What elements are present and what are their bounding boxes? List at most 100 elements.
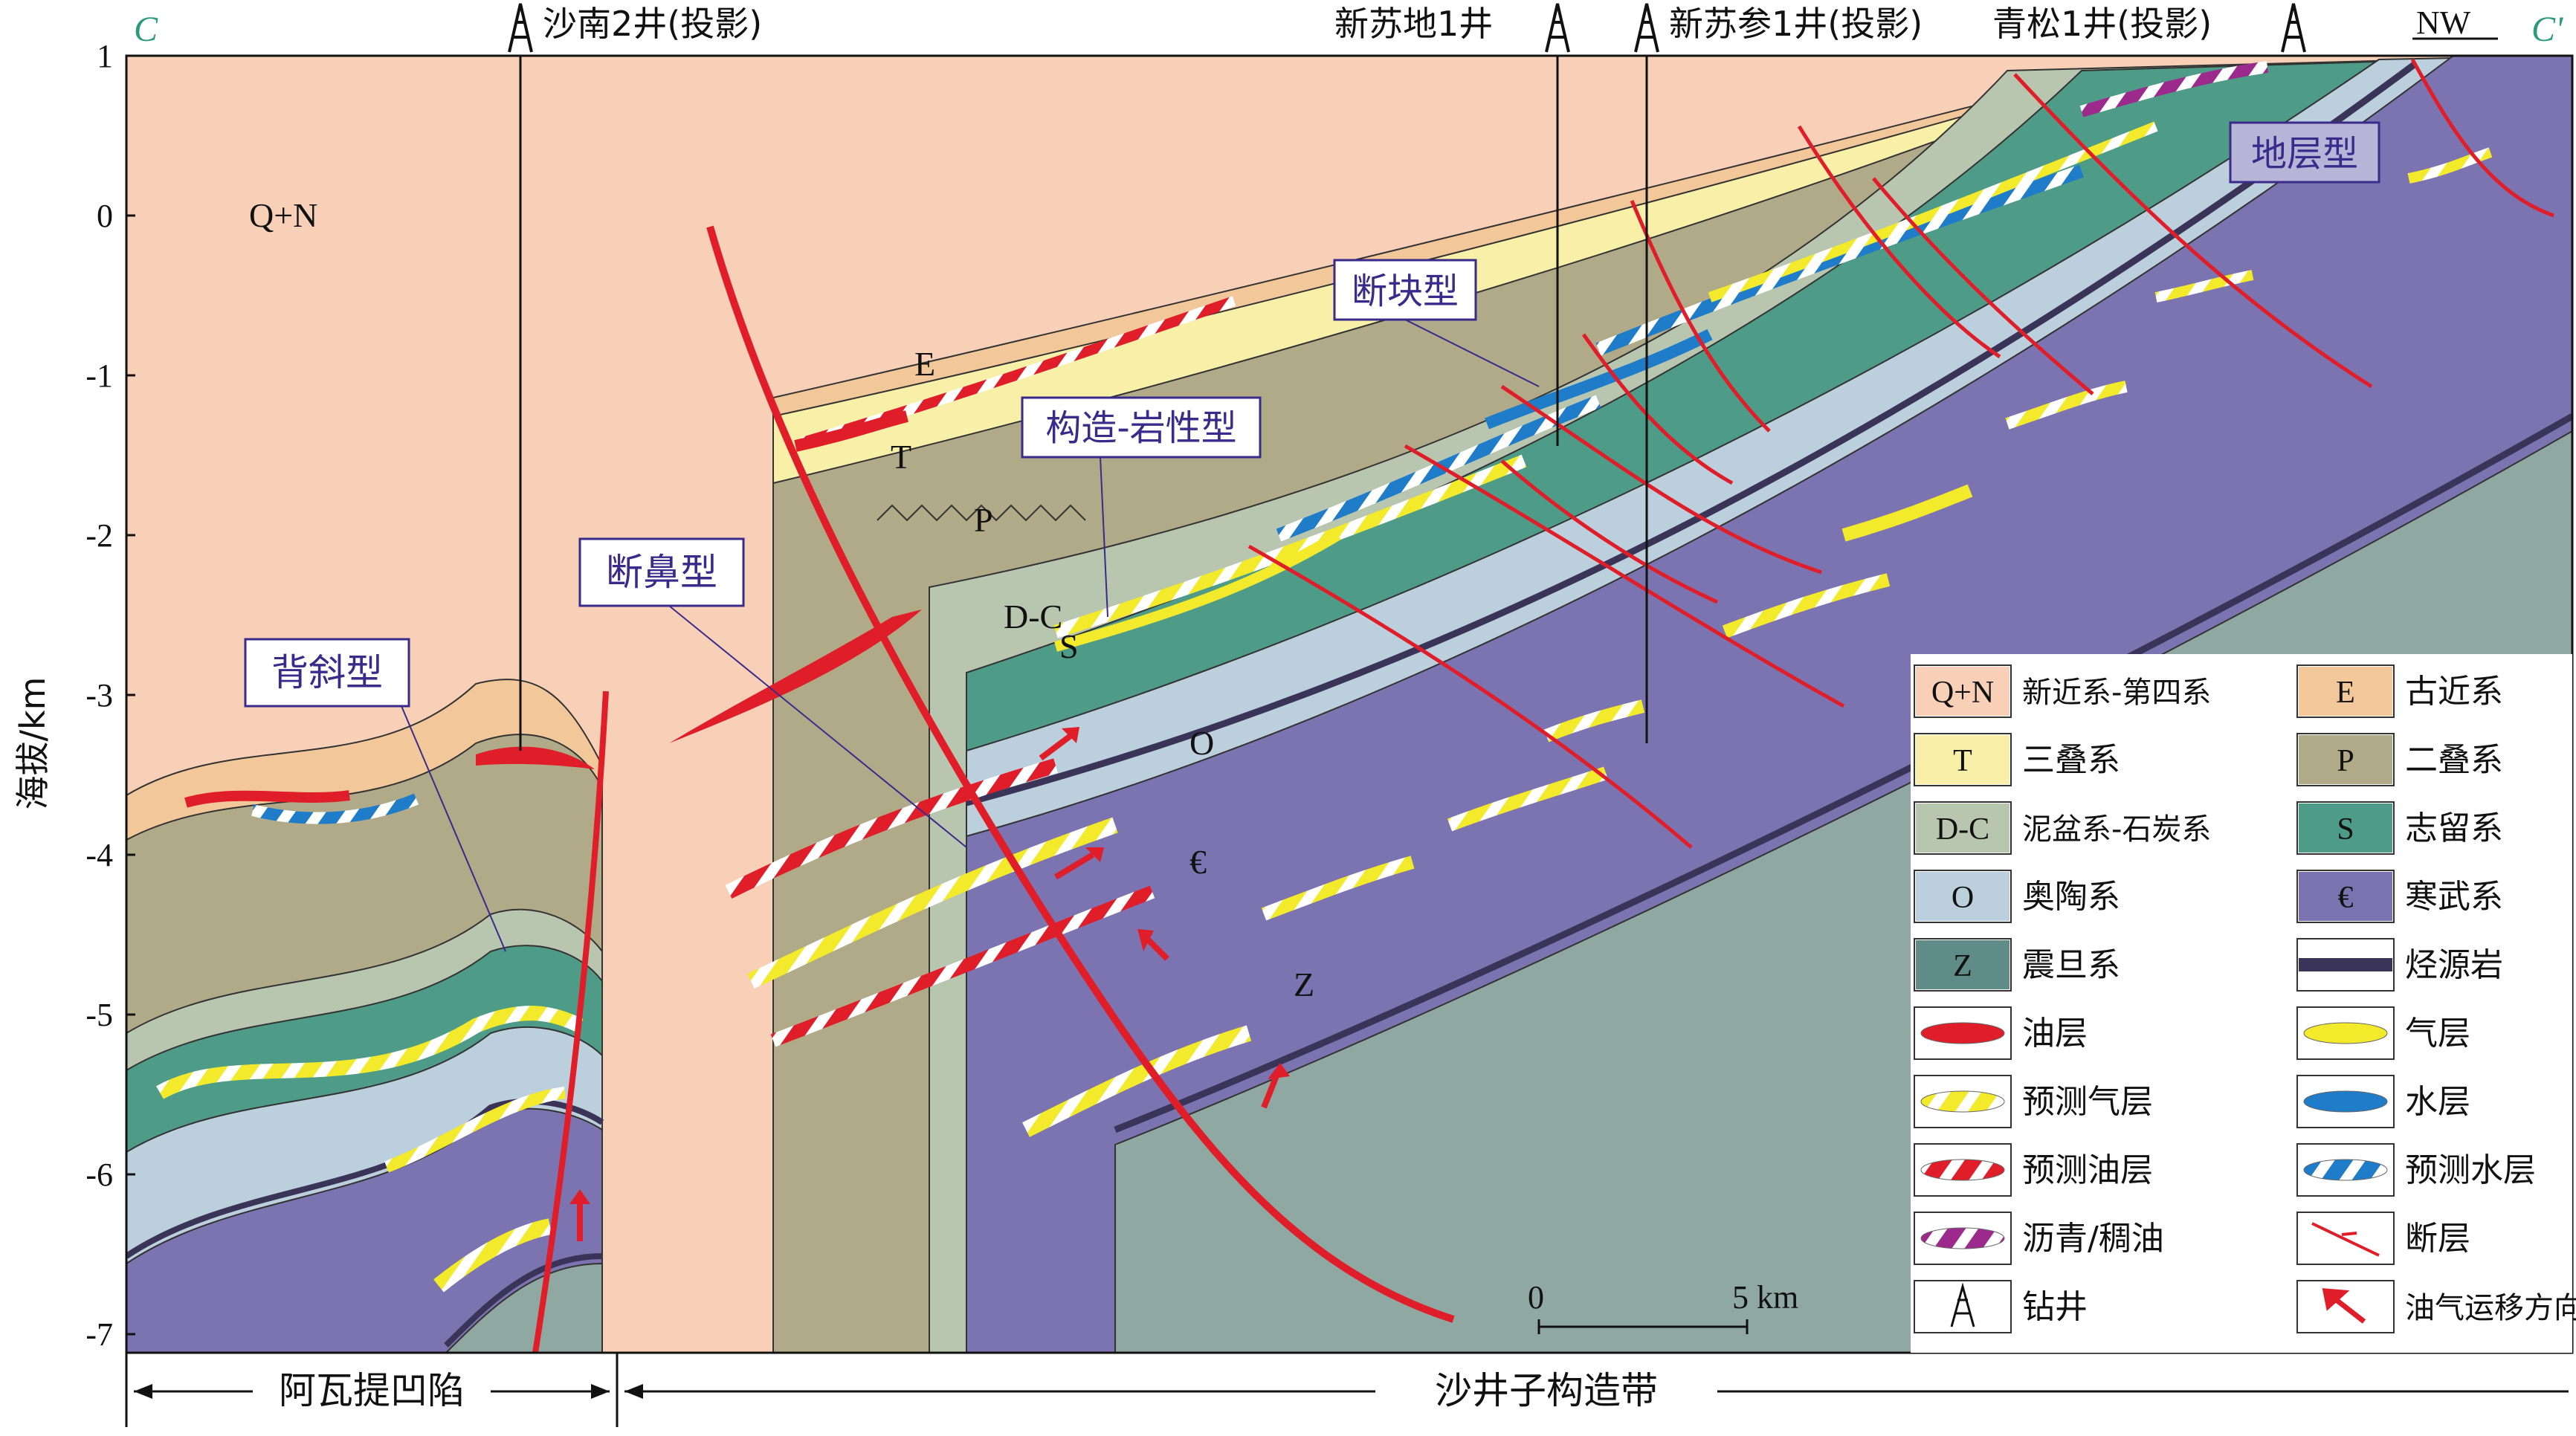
legend-swatch-well bbox=[1950, 1282, 1975, 1327]
legend-code-o: O bbox=[1952, 881, 1974, 915]
y-tick-m1: -1 bbox=[85, 358, 113, 394]
callout-structural-lithologic: 构造-岩性型 bbox=[1045, 407, 1236, 449]
legend-swatch-qn bbox=[1916, 667, 2010, 716]
legend-item-o: O 奥陶系 bbox=[1914, 870, 2120, 923]
legend-swatch-migration bbox=[2322, 1288, 2366, 1324]
section-end-label: C' bbox=[2531, 10, 2563, 49]
legend-swatch-pwater bbox=[2303, 1159, 2388, 1181]
y-tick-m3: -3 bbox=[85, 677, 113, 714]
legend-label-s: 志留系 bbox=[2405, 809, 2503, 847]
legend-item-asphalt: 沥青/稠油 bbox=[1914, 1212, 2164, 1265]
stratum-p: P bbox=[974, 501, 993, 539]
legend-code-e: E bbox=[2336, 676, 2355, 710]
legend-item-cam: € 寒武系 bbox=[2296, 870, 2503, 923]
strata-labels: Q+N E T P D-C S O € Z bbox=[249, 196, 1314, 1003]
legend-code-p: P bbox=[2337, 744, 2354, 778]
legend-item-well: 钻井 bbox=[1914, 1280, 2088, 1333]
legend-swatch-e bbox=[2299, 667, 2392, 716]
y-tick-m7: -7 bbox=[85, 1316, 113, 1353]
legend-swatch-water bbox=[2303, 1090, 2388, 1113]
legend-label-o: 奥陶系 bbox=[2022, 878, 2120, 916]
legend-swatch-src bbox=[2299, 958, 2392, 971]
region-right-label: 沙井子构造带 bbox=[1435, 1369, 1658, 1412]
callout-fault-nose: 断鼻型 bbox=[606, 551, 717, 594]
callout-stratigraphic: 地层型 bbox=[2251, 133, 2358, 175]
faults bbox=[532, 58, 2554, 1353]
legend-item-e: E 古近系 bbox=[2296, 664, 2503, 718]
legend-label-p: 二叠系 bbox=[2405, 741, 2503, 779]
migration-arrows bbox=[569, 727, 1290, 1241]
stratum-z: Z bbox=[1294, 966, 1314, 1003]
well-label: 沙南2井(投影) bbox=[543, 4, 762, 44]
stratum-e: E bbox=[914, 345, 935, 383]
legend-swatch-o bbox=[1916, 872, 2010, 921]
derrick-icon bbox=[2281, 3, 2306, 53]
legend-label-dc: 泥盆系-石炭系 bbox=[2022, 812, 2211, 847]
well-label: 新苏参1井(投影) bbox=[1669, 4, 1923, 44]
legend-swatch-t bbox=[1916, 735, 2010, 784]
legend-code-dc: D-C bbox=[1936, 812, 1989, 847]
legend-code-z: Z bbox=[1953, 949, 1972, 983]
legend-swatch-z bbox=[1916, 940, 2010, 989]
legend-label-z: 震旦系 bbox=[2022, 946, 2120, 984]
legend-swatch-dc bbox=[1916, 803, 2010, 853]
legend-code-cam: € bbox=[2338, 881, 2354, 915]
legend-label-poil: 预测油层 bbox=[2022, 1151, 2153, 1189]
legend-item-p: P 二叠系 bbox=[2296, 733, 2503, 786]
legend-swatch-asphalt bbox=[1920, 1227, 2005, 1249]
y-axis-label: 海拔/km bbox=[13, 677, 53, 810]
legend-item-fault: 断层 bbox=[2296, 1212, 2470, 1265]
legend-label-src: 烃源岩 bbox=[2405, 946, 2503, 984]
legend-swatch-gas bbox=[2303, 1022, 2388, 1044]
legend-label-cam: 寒武系 bbox=[2405, 878, 2503, 916]
well-label: 新苏地1井 bbox=[1334, 4, 1493, 44]
legend-label-e: 古近系 bbox=[2405, 673, 2503, 711]
legend-label-water: 水层 bbox=[2405, 1083, 2470, 1121]
legend-label-migration: 油气运移方向 bbox=[2405, 1291, 2576, 1325]
legend-swatch-p bbox=[2299, 735, 2392, 784]
reservoirs bbox=[669, 61, 2493, 1137]
legend-swatch-s bbox=[2299, 803, 2392, 853]
well-xinsudi1: 新苏地1井 bbox=[1334, 3, 1570, 53]
callout-anticline: 背斜型 bbox=[271, 651, 383, 694]
legend-code-qn: Q+N bbox=[1931, 676, 1994, 710]
region-left-label: 阿瓦提凹陷 bbox=[279, 1369, 465, 1412]
legend-item-migration: 油气运移方向 bbox=[2296, 1280, 2576, 1333]
y-tick-1: 1 bbox=[97, 38, 113, 74]
scale-start: 0 bbox=[1528, 1279, 1544, 1316]
stratum-o: O bbox=[1189, 724, 1214, 762]
legend-swatch-poil bbox=[1920, 1159, 2005, 1181]
well-xinsucan1: 新苏参1井(投影) bbox=[1634, 3, 1923, 53]
legend-item-gas: 气层 bbox=[2296, 1006, 2470, 1060]
legend-item-dc: D-C 泥盆系-石炭系 bbox=[1914, 801, 2211, 855]
y-tick-m5: -5 bbox=[85, 997, 113, 1033]
legend-label-gas: 气层 bbox=[2405, 1015, 2470, 1052]
well-lines bbox=[519, 56, 1648, 751]
stratum-s: S bbox=[1059, 627, 1079, 665]
legend-item-pwater: 预测水层 bbox=[2296, 1143, 2536, 1197]
derrick-icon bbox=[1545, 3, 1570, 53]
stratum-cam: € bbox=[1189, 843, 1207, 881]
callout-fault-block: 断块型 bbox=[1352, 271, 1459, 312]
y-tick-m2: -2 bbox=[85, 517, 113, 554]
region-bar: 阿瓦提凹陷 沙井子构造带 bbox=[125, 1353, 2569, 1427]
legend-swatch-cam bbox=[2299, 872, 2392, 921]
y-tick-m6: -6 bbox=[85, 1157, 113, 1193]
legend-item-oil: 油层 bbox=[1914, 1006, 2088, 1060]
legend-swatch-fault bbox=[2311, 1222, 2380, 1257]
legend-item-water: 水层 bbox=[2296, 1075, 2470, 1128]
legend-swatch-pgas bbox=[1920, 1090, 2005, 1113]
legend-label-oil: 油层 bbox=[2022, 1015, 2088, 1052]
legend-item-z: Z 震旦系 bbox=[1914, 938, 2120, 992]
y-axis: 1 0 -1 -2 -3 -4 -5 -6 -7 海拔/km bbox=[13, 38, 135, 1353]
scale-end: 5 km bbox=[1732, 1279, 1798, 1316]
scale-bar: 0 5 km bbox=[1528, 1279, 1798, 1334]
derrick-icon bbox=[1634, 3, 1659, 53]
legend-code-t: T bbox=[1953, 744, 1972, 778]
stratum-qn: Q+N bbox=[249, 196, 317, 234]
